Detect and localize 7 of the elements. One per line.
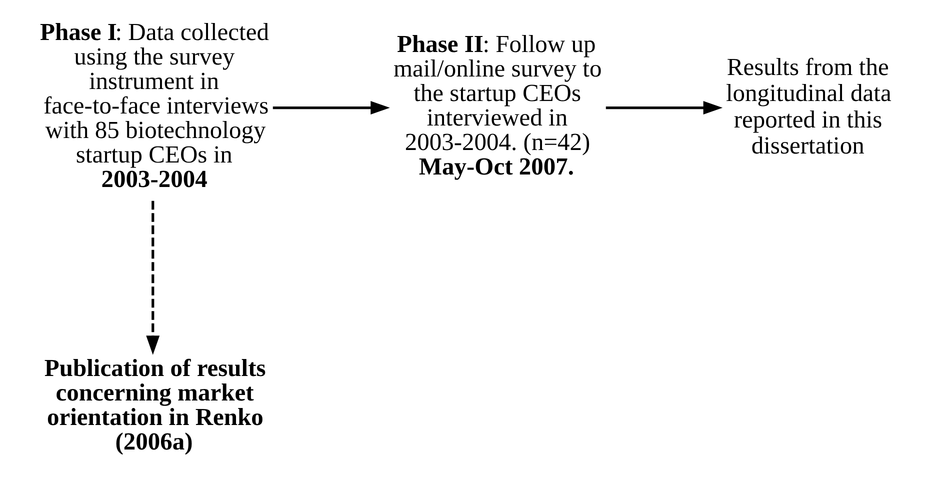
- node-text: Phase II: Follow up mail/online survey to the startup CEOs interviewed in 2003-2004. (n=42) May-Oct 2007.: [393, 31, 602, 181]
- arrow: [605, 101, 722, 114]
- node-text: Publication of results concerning market orientation in Renko (2006a): [44, 354, 266, 456]
- arrow: [146, 200, 160, 355]
- arrow: [272, 101, 390, 114]
- node-text: Results from the longitudinal data reported in this dissertation: [726, 54, 891, 160]
- node-text: Phase I: Data collected using the survey instrument in face-to-face interviews with 85 biotechnology startup CEOs in 2003-2004: [40, 18, 268, 193]
